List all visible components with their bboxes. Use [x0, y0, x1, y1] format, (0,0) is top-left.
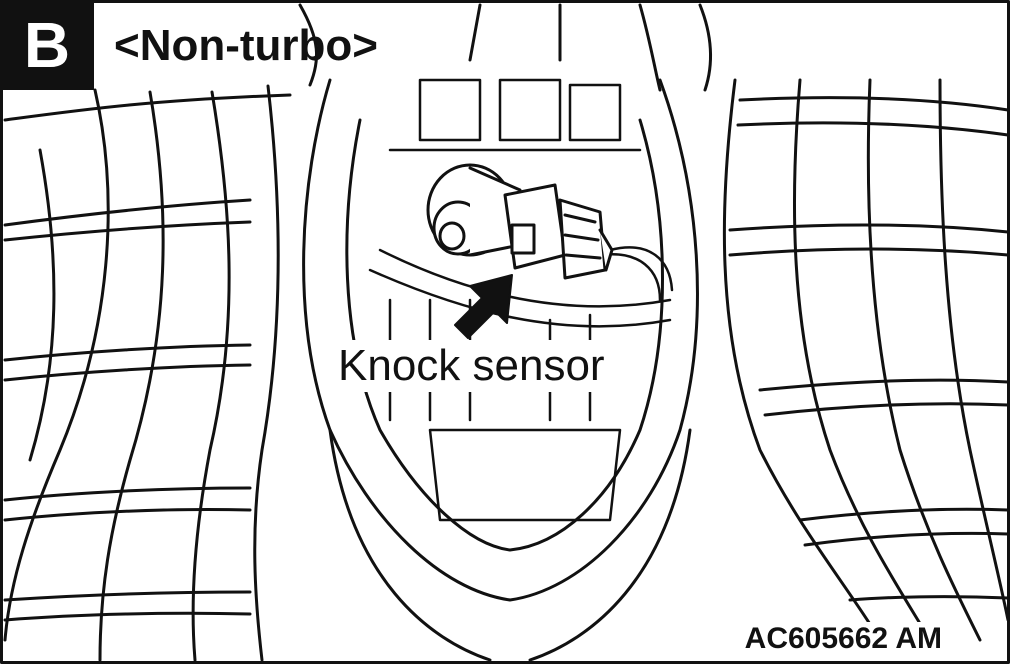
right-intake-runners [722, 78, 1010, 642]
figure-code: AC605662 AM [740, 622, 946, 656]
left-intake-runners [3, 84, 280, 662]
block-details [368, 78, 674, 522]
panel-title: <Non-turbo> [114, 21, 378, 70]
central-opening [302, 78, 699, 662]
knock-sensor-label: Knock sensor [334, 340, 609, 392]
panel-badge: B [0, 0, 94, 90]
top-runner-bands [3, 3, 712, 122]
pointer-arrow-icon [454, 274, 513, 339]
knock-sensor-body [426, 163, 614, 280]
